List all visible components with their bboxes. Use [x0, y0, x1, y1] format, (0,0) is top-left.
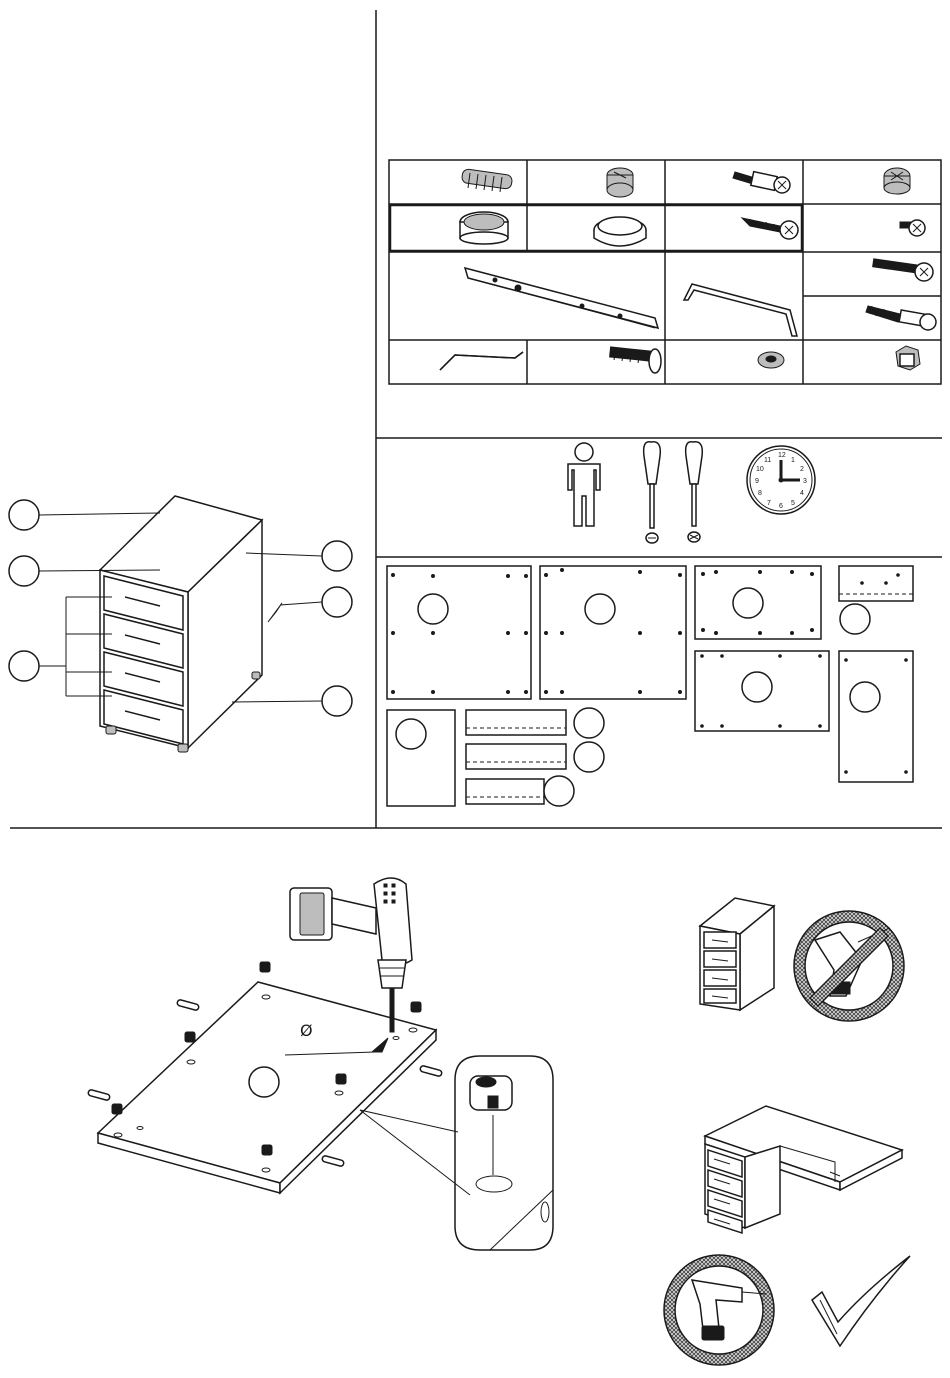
svg-text:1: 1 — [791, 457, 795, 464]
wooden-dowel-icon — [461, 169, 512, 192]
clock-icon: 12 1 2 3 4 5 6 7 8 9 10 11 — [747, 446, 815, 514]
washer-icon — [758, 352, 784, 368]
no-power-drill-icon — [794, 911, 904, 1021]
svg-text:4: 4 — [800, 490, 804, 497]
short-bolt-icon — [900, 220, 925, 236]
drill-allowed-icon — [664, 1255, 774, 1365]
svg-text:6: 6 — [779, 503, 783, 510]
tools-section: 12 1 2 3 4 5 6 7 8 9 10 11 — [568, 442, 815, 543]
long-bolt-icon — [873, 259, 933, 281]
callout-circle — [322, 541, 352, 571]
nut-icon — [896, 346, 920, 370]
usage-warning-section — [664, 898, 910, 1365]
small-cabinet-icon — [700, 898, 774, 1010]
callout-circle — [322, 587, 352, 617]
drawer-handle-icon — [684, 284, 797, 336]
hardware-table — [389, 160, 941, 384]
flathead-screwdriver-icon — [644, 442, 661, 543]
handle-screw-icon — [610, 347, 661, 373]
person-icon — [568, 443, 600, 526]
assembly-step-drawing: Ø — [88, 878, 553, 1250]
glide-cap-icon — [594, 217, 646, 246]
svg-text:2: 2 — [800, 466, 804, 473]
svg-text:5: 5 — [791, 500, 795, 507]
svg-text:7: 7 — [767, 500, 771, 507]
cabinet-overview — [9, 496, 352, 752]
svg-text:12: 12 — [778, 452, 786, 459]
check-mark-icon — [812, 1256, 910, 1346]
callout-circle — [322, 686, 352, 716]
cam-bolt-icon — [733, 172, 790, 193]
desk-with-cabinet-icon — [705, 1106, 902, 1233]
callout-circle — [9, 500, 39, 530]
diameter-symbol: Ø — [300, 1021, 313, 1040]
wood-screw-icon — [742, 218, 798, 239]
drawer-rail-icon — [465, 268, 658, 328]
cam-lock-icon — [884, 168, 910, 194]
svg-text:10: 10 — [756, 466, 764, 473]
svg-text:3: 3 — [803, 478, 807, 485]
callout-circle — [9, 556, 39, 586]
cam-lock-icon — [607, 168, 633, 197]
callout-circle — [9, 651, 39, 681]
panels-section — [387, 566, 913, 806]
svg-text:8: 8 — [758, 490, 762, 497]
phillips-screwdriver-icon — [686, 442, 703, 542]
threaded-bolt-icon — [866, 306, 936, 330]
plastic-foot-icon — [460, 212, 508, 244]
allen-key-icon — [440, 352, 523, 370]
svg-text:11: 11 — [764, 457, 771, 464]
svg-text:9: 9 — [755, 478, 759, 485]
